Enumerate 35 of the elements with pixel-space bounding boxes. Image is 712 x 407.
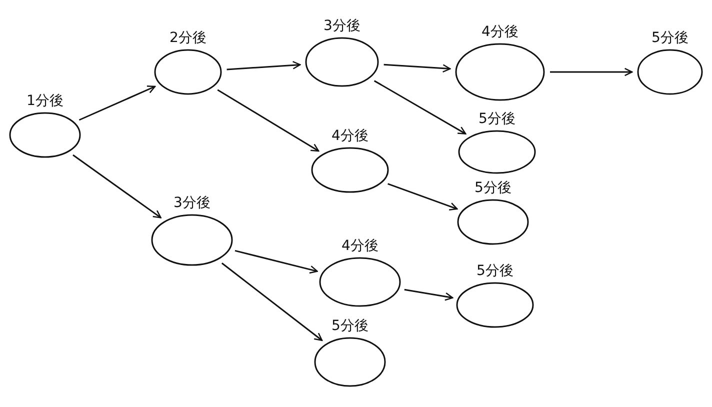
arrow: [217, 89, 320, 152]
ellipse-node: [457, 110, 537, 175]
arrow: [388, 183, 458, 210]
arrow: [226, 60, 301, 70]
node-label: 5分後: [650, 29, 690, 47]
arrow: [234, 250, 318, 274]
arrow: [221, 262, 323, 342]
node-label: 4分後: [330, 127, 370, 145]
arrow: [374, 80, 466, 134]
ellipse-node: [153, 29, 223, 96]
ellipse-node: [636, 29, 704, 96]
node-label: 2分後: [168, 29, 208, 47]
node-label: 5分後: [476, 262, 514, 280]
arrow: [72, 154, 162, 218]
ellipse-node: [456, 179, 530, 246]
ellipse-node: [8, 92, 82, 159]
node-label: 1分後: [26, 92, 64, 110]
node-label: 3分後: [172, 194, 212, 212]
node-label: 5分後: [478, 110, 516, 128]
ellipse-node: [313, 317, 387, 388]
node-label: 4分後: [340, 237, 380, 255]
node-label: 4分後: [480, 23, 520, 41]
arrow: [550, 68, 633, 76]
node-label: 5分後: [330, 317, 370, 335]
ellipse-node: [150, 194, 234, 267]
node-label: 3分後: [322, 17, 362, 35]
arrow: [404, 288, 454, 301]
arrow: [78, 86, 156, 121]
ellipse-node: [455, 262, 535, 329]
ellipse-node: [318, 237, 402, 308]
ellipse-node: [304, 17, 380, 88]
ellipse-node: [454, 23, 546, 102]
arrow: [384, 64, 451, 73]
ellipse-node: [310, 127, 390, 194]
node-label: 5分後: [474, 179, 512, 197]
